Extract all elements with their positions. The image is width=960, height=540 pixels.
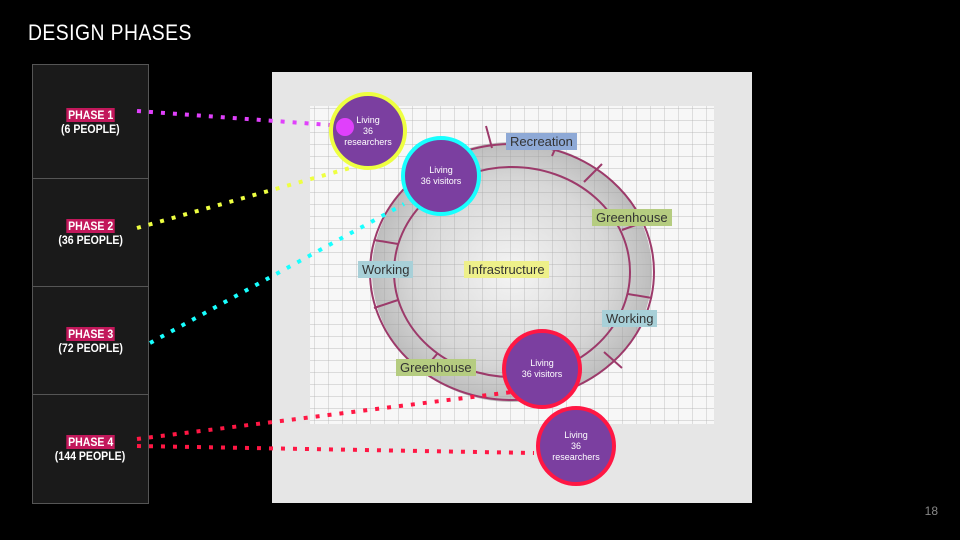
zone-greenhouse-bottom: Greenhouse [396, 359, 476, 376]
connector-phase-4a [136, 390, 513, 441]
bubble-3-line1: Living [530, 358, 554, 368]
zone-greenhouse-right: Greenhouse [592, 209, 672, 226]
bubble-4-line1: Living [564, 429, 588, 440]
phase-4-label: PHASE 4 [66, 435, 115, 449]
slide-title: DESIGN PHASES [28, 20, 192, 45]
bubble-1-line2: 36 [362, 125, 373, 136]
phase-column: PHASE 1 (6 PEOPLE) PHASE 2 (36 PEOPLE) P… [32, 64, 149, 504]
connector-phase-3 [149, 202, 405, 345]
living-bubble-visitors-phase-2: Living 36 visitors [401, 136, 481, 216]
phase-3-box: PHASE 3 (72 PEOPLE) [32, 286, 149, 396]
phase-1-marker-dot [336, 118, 354, 136]
phase-1-people: (6 PEOPLE) [61, 122, 120, 136]
connector-phase-2 [136, 166, 351, 230]
phase-3-label: PHASE 3 [66, 327, 115, 341]
bubble-1-line3: researchers [344, 136, 392, 147]
connector-phase-4b [136, 444, 535, 455]
phase-1-label: PHASE 1 [66, 108, 115, 122]
living-bubble-researchers-phase-4: Living 36 researchers [536, 406, 616, 486]
phase-2-people: (36 PEOPLE) [58, 233, 123, 247]
connector-phase-1 [136, 109, 331, 127]
zone-working-left: Working [358, 261, 414, 278]
page-number: 18 [924, 504, 938, 518]
living-bubble-visitors-phase-4: Living 36 visitors [502, 329, 582, 409]
phase-2-box: PHASE 2 (36 PEOPLE) [32, 178, 149, 288]
phase-4-people: (144 PEOPLE) [55, 449, 126, 463]
zone-infrastructure: Infrastructure [464, 261, 549, 278]
bubble-3-line2: 36 visitors [521, 369, 563, 379]
phase-1-box: PHASE 1 (6 PEOPLE) [32, 64, 149, 180]
phase-4-box: PHASE 4 (144 PEOPLE) [32, 394, 149, 504]
bubble-4-line2: 36 [570, 440, 581, 451]
bubble-2-line2: 36 visitors [420, 176, 462, 186]
phase-3-people: (72 PEOPLE) [58, 341, 123, 355]
zone-working-right: Working [602, 310, 658, 327]
bubble-2-line1: Living [429, 165, 453, 175]
phase-2-label: PHASE 2 [66, 219, 115, 233]
bubble-1-line1: Living [356, 114, 380, 125]
bubble-4-line3: researchers [552, 451, 600, 462]
zone-recreation: Recreation [506, 133, 577, 150]
